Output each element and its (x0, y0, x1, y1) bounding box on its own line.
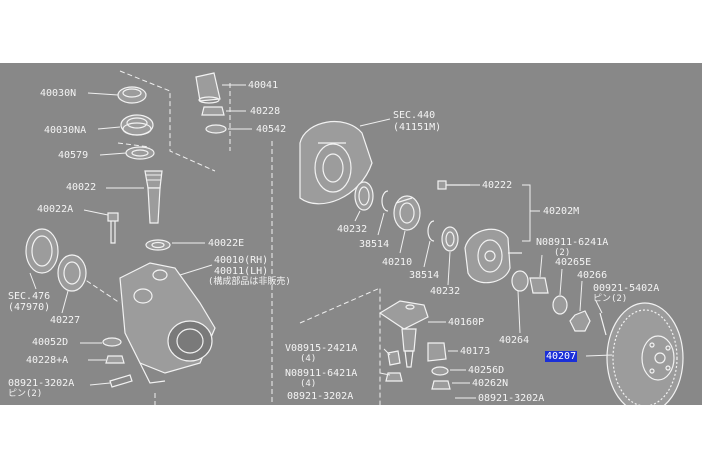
label-40052d[interactable]: 40052D (32, 337, 69, 348)
label-40210[interactable]: 40210 (382, 257, 413, 268)
label-40542[interactable]: 40542 (256, 124, 287, 135)
pin-08921 (109, 374, 133, 388)
label-40022[interactable]: 40022 (66, 182, 97, 193)
label-40227[interactable]: 40227 (50, 315, 81, 326)
washer-40022e (145, 239, 171, 251)
snap-ring-38514-a (381, 190, 389, 212)
label-pin-left: ピン(2) (8, 389, 43, 399)
diagram-artwork (25, 70, 684, 405)
seal-40232-b (441, 226, 459, 252)
label-40010[interactable]: 40010(RH) (214, 255, 269, 266)
label-40022e[interactable]: 40022E (208, 238, 245, 249)
label-40228a[interactable]: 40228+A (26, 355, 69, 366)
parts-diagram: 40030N 40030NA 40579 40022 40022A SEC.47… (0, 63, 702, 405)
label-sec476-ref: (47970) (8, 302, 51, 313)
bearing-40030n (117, 86, 147, 104)
label-40265e[interactable]: 40265E (555, 257, 592, 268)
label-40264[interactable]: 40264 (499, 335, 530, 346)
snap-ring-38514-b (427, 220, 435, 242)
nut-40266 (569, 310, 591, 332)
label-40266[interactable]: 40266 (577, 270, 608, 281)
spindle-40022 (144, 170, 163, 224)
seal-40227 (57, 254, 87, 292)
label-sec476[interactable]: SEC.476 (8, 291, 51, 302)
label-40041[interactable]: 40041 (248, 80, 279, 91)
label-sec440[interactable]: SEC.440 (393, 110, 436, 121)
nut-40228 (201, 106, 225, 116)
bolt-08915-2421a (387, 350, 401, 366)
label-pin-right: ピン(2) (593, 294, 628, 304)
label-40202m[interactable]: 40202M (543, 206, 580, 217)
cotter-pin (599, 312, 607, 336)
label-40173[interactable]: 40173 (460, 346, 491, 357)
hub-bolt-40222 (437, 180, 470, 190)
label-40222[interactable]: 40222 (482, 180, 513, 191)
boot-40173 (427, 342, 447, 362)
label-qty-2: (2) (554, 248, 571, 258)
label-40022a[interactable]: 40022A (37, 204, 74, 215)
label-08915-2421a[interactable]: V08915-2421A (285, 343, 358, 354)
label-qty-4-b: (4) (300, 379, 317, 389)
rotor-40207 (606, 302, 684, 405)
seal-40232-a (354, 181, 374, 211)
label-40030n[interactable]: 40030N (40, 88, 77, 99)
label-08911-6421a[interactable]: N08911-6421A (285, 368, 358, 379)
label-sec440-ref: (41151M) (393, 122, 442, 133)
nut-40262n (431, 380, 451, 390)
label-08921-3202a-left[interactable]: 08921-3202A (8, 378, 75, 389)
label-40207-selected[interactable]: 40207 (545, 351, 578, 362)
washer-40542 (205, 124, 227, 134)
label-38514-b[interactable]: 38514 (409, 270, 440, 281)
label-40579[interactable]: 40579 (58, 150, 89, 161)
label-40232-a[interactable]: 40232 (337, 224, 368, 235)
washer-40265e (552, 295, 568, 315)
backing-plate-sec440 (299, 120, 373, 205)
label-40030na[interactable]: 40030NA (44, 125, 87, 136)
washer-40264 (511, 270, 529, 292)
bolt-40022a (107, 212, 119, 244)
label-00921-5402a[interactable]: 00921-5402A (593, 283, 660, 294)
ball-joint-40160p (378, 300, 429, 368)
label-40262n[interactable]: 40262N (472, 378, 509, 389)
label-40256d[interactable]: 40256D (468, 365, 505, 376)
label-qty-4-a: (4) (300, 354, 317, 364)
seal-40579 (125, 146, 155, 160)
knuckle-40010 (119, 262, 216, 384)
washer-40256d (431, 366, 449, 376)
label-40228[interactable]: 40228 (250, 106, 281, 117)
bearing-40210 (393, 195, 421, 231)
hub-40202m (464, 228, 522, 284)
nut-08911-6241a (529, 277, 549, 294)
washer-40052d (102, 337, 122, 347)
label-40160p[interactable]: 40160P (448, 317, 485, 328)
label-08911-6241a[interactable]: N08911-6241A (536, 237, 609, 248)
label-40232-b[interactable]: 40232 (430, 286, 461, 297)
label-08921-3202a-right[interactable]: 08921-3202A (478, 393, 545, 404)
bearing-40030na (120, 114, 154, 136)
label-08921-3202a-mid[interactable]: 08921-3202A (287, 391, 354, 402)
label-note-not-sold: (構成部品は非販売) (208, 277, 291, 287)
boot-40041 (195, 72, 221, 104)
label-38514-a[interactable]: 38514 (359, 239, 390, 250)
ring-sec476 (25, 228, 59, 274)
label-40011[interactable]: 40011(LH) (214, 266, 269, 277)
nut-40228a (105, 355, 125, 364)
